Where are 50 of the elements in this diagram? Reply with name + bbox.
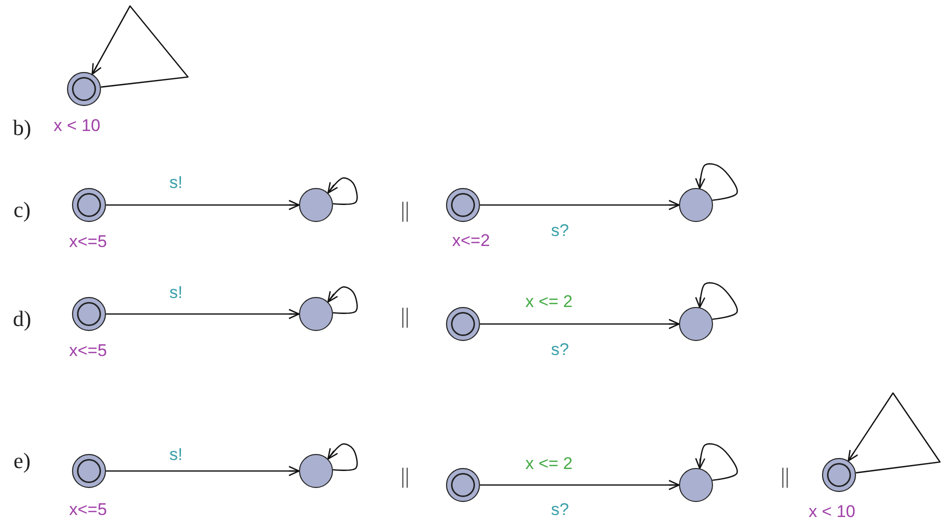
edge-label: x <= 2: [525, 293, 573, 310]
initial-location-circle: [72, 297, 106, 331]
initial-location-circle: [822, 458, 856, 492]
transition-arrow: [106, 308, 300, 320]
initial-location-circle: [446, 468, 480, 502]
location-circle: [299, 297, 333, 331]
self-loop-arrow: [848, 392, 941, 474]
self-loop-arrow: [327, 286, 358, 314]
edge-label: s!: [169, 284, 183, 301]
transition-arrow: [480, 480, 680, 490]
initial-location-circle: [446, 188, 480, 222]
self-loop-arrow: [327, 177, 358, 205]
location-circle: [679, 188, 713, 222]
invariant-label: x < 10: [808, 503, 856, 520]
initial-location-circle: [72, 454, 106, 488]
location-circle: [299, 188, 333, 222]
invariant-label: x < 10: [54, 117, 100, 134]
invariant-label: x<=5: [69, 342, 107, 359]
location-circle: [679, 307, 713, 341]
parallel-composition-symbol: ||: [780, 465, 790, 487]
panel-label: e): [13, 450, 31, 472]
self-loop-arrow: [695, 163, 738, 201]
initial-location-circle: [446, 307, 480, 341]
invariant-label: x<=5: [69, 501, 107, 518]
parallel-composition-symbol: ||: [400, 465, 410, 487]
transition-arrow: [106, 200, 300, 210]
transition-arrow: [480, 318, 680, 330]
initial-location-circle: [67, 72, 101, 106]
edge-label: s!: [169, 174, 183, 191]
self-loop-arrow: [92, 5, 189, 88]
parallel-composition-symbol: ||: [400, 199, 410, 221]
transition-arrow: [106, 466, 300, 476]
parallel-composition-symbol: ||: [400, 305, 410, 327]
location-circle: [299, 454, 333, 488]
edge-label: s?: [551, 222, 569, 239]
self-loop-arrow: [327, 443, 358, 471]
self-loop-arrow: [695, 282, 738, 320]
self-loop-arrow: [695, 443, 738, 481]
invariant-label: x<=2: [452, 232, 490, 249]
panel-label: c): [13, 199, 31, 221]
panel-label: d): [12, 308, 32, 330]
edge-label: s!: [169, 446, 183, 463]
sync-label: s?: [551, 341, 569, 358]
transition-arrow: [480, 200, 680, 210]
edge-label: x <= 2: [525, 455, 573, 472]
invariant-label: x<=5: [69, 233, 107, 250]
initial-location-circle: [72, 188, 106, 222]
location-circle: [679, 468, 713, 502]
panel-label: b): [12, 117, 32, 139]
sync-label: s?: [551, 501, 569, 518]
